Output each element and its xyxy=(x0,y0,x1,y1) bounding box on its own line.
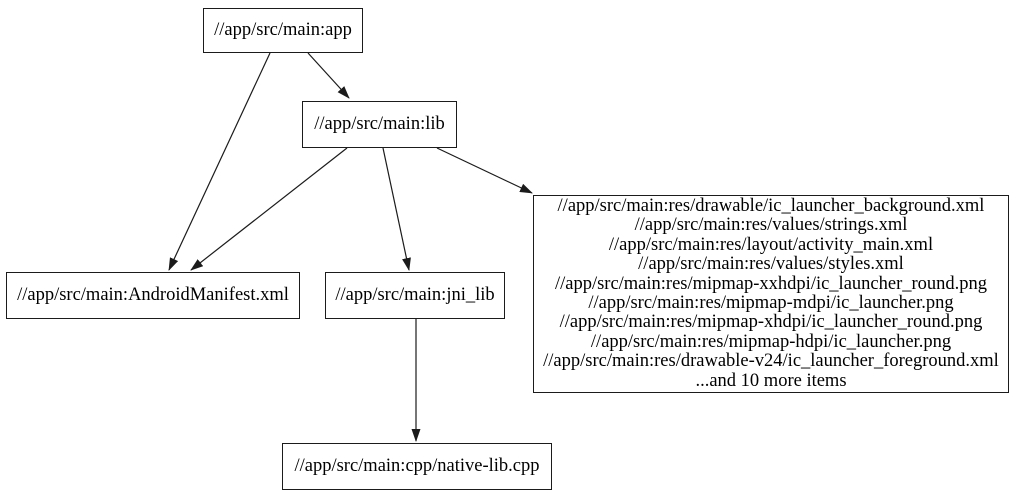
node-android-manifest: //app/src/main:AndroidManifest.xml xyxy=(6,272,300,319)
node-app-label: //app/src/main:app xyxy=(214,19,352,40)
edge-lib-to-jni-lib xyxy=(382,147,411,271)
node-native-lib-cpp: //app/src/main:cpp/native-lib.cpp xyxy=(282,443,552,490)
node-android-manifest-label: //app/src/main:AndroidManifest.xml xyxy=(17,284,289,305)
node-app: //app/src/main:app xyxy=(203,8,363,53)
node-jni-lib: //app/src/main:jni_lib xyxy=(325,272,505,319)
node-native-lib-cpp-label: //app/src/main:cpp/native-lib.cpp xyxy=(294,455,540,476)
node-lib: //app/src/main:lib xyxy=(302,101,457,148)
edge-app-to-manifest xyxy=(168,52,271,271)
res-file-line: //app/src/main:res/drawable/ic_launcher_… xyxy=(557,195,985,216)
node-jni-lib-label: //app/src/main:jni_lib xyxy=(335,284,495,305)
edge-lib-to-res-group xyxy=(436,147,533,194)
res-file-line: //app/src/main:res/mipmap-hdpi/ic_launch… xyxy=(590,331,952,352)
node-lib-label: //app/src/main:lib xyxy=(314,113,445,134)
res-more-items-line: ...and 10 more items xyxy=(695,370,847,391)
res-file-line: //app/src/main:res/values/styles.xml xyxy=(638,254,904,275)
res-file-line: //app/src/main:res/mipmap-xxhdpi/ic_laun… xyxy=(554,273,988,294)
res-file-line: //app/src/main:res/mipmap-xhdpi/ic_launc… xyxy=(559,312,983,333)
edge-lib-to-manifest xyxy=(190,147,348,271)
res-file-line: //app/src/main:res/layout/activity_main.… xyxy=(608,234,934,255)
res-file-line: //app/src/main:res/mipmap-mdpi/ic_launch… xyxy=(588,293,954,313)
res-file-line: //app/src/main:res/drawable-v24/ic_launc… xyxy=(543,351,999,372)
res-file-line: //app/src/main:res/values/strings.xml xyxy=(634,215,908,236)
node-res-files-group: //app/src/main:res/drawable/ic_launcher_… xyxy=(533,195,1009,393)
edge-app-to-lib xyxy=(307,52,350,99)
